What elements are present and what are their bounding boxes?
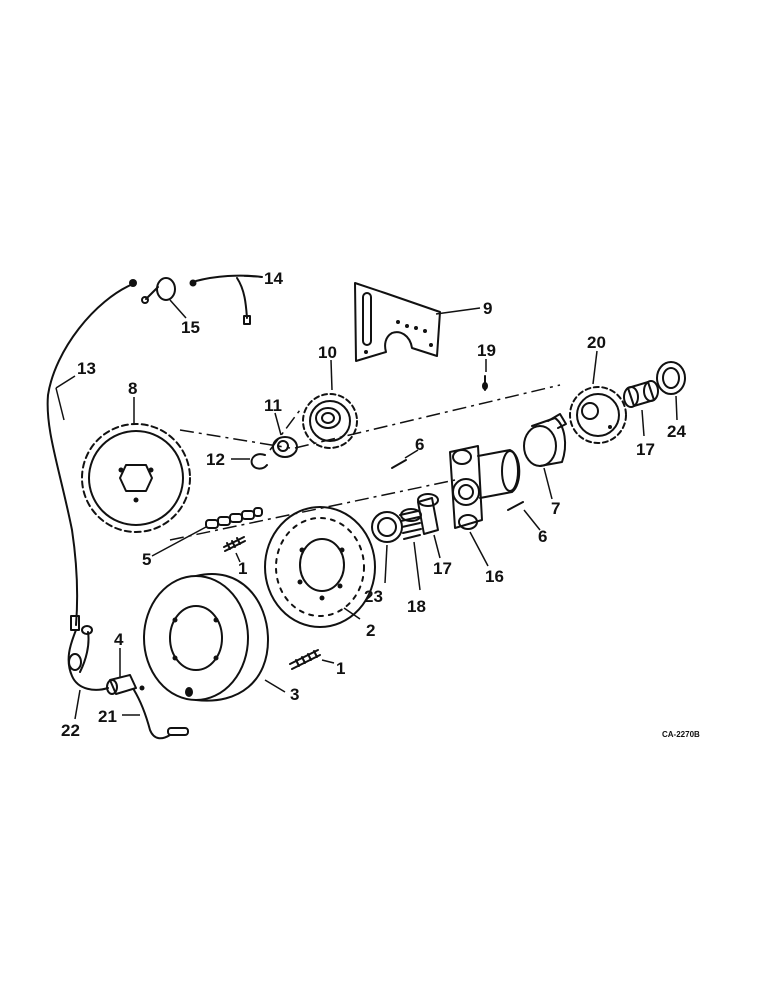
washer-24 bbox=[656, 361, 686, 395]
wire-harness-13 bbox=[46, 279, 137, 631]
callout-18: 18 bbox=[407, 597, 426, 616]
large-sprocket-8 bbox=[81, 423, 191, 533]
callout-6-upper: 6 bbox=[415, 435, 424, 454]
callout-15: 15 bbox=[181, 318, 200, 337]
stud-1-upper bbox=[223, 536, 246, 552]
leader-lines bbox=[55, 275, 678, 720]
wire-21 bbox=[133, 685, 189, 740]
drum-3 bbox=[143, 573, 269, 702]
sensor-4 bbox=[106, 674, 137, 695]
callout-22: 22 bbox=[61, 721, 80, 740]
pin-6-lower bbox=[507, 501, 524, 511]
wire-22 bbox=[67, 625, 109, 691]
callout-20: 20 bbox=[587, 333, 606, 352]
callout-2: 2 bbox=[366, 621, 375, 640]
callout-9: 9 bbox=[483, 299, 492, 318]
callout-17-lower: 17 bbox=[433, 559, 452, 578]
callout-labels: 1 1 2 3 4 5 6 6 7 8 9 10 11 12 13 14 15 … bbox=[61, 269, 686, 740]
bushing-17-lower bbox=[417, 493, 439, 535]
callout-24: 24 bbox=[667, 422, 686, 441]
clutch-plate-2 bbox=[264, 506, 376, 628]
callout-3: 3 bbox=[290, 685, 299, 704]
chain-5 bbox=[205, 507, 263, 529]
bearing-housing-16 bbox=[449, 445, 521, 530]
callout-1-lower: 1 bbox=[336, 659, 345, 678]
callout-4: 4 bbox=[114, 630, 124, 649]
callout-1-upper: 1 bbox=[238, 559, 247, 578]
callout-12: 12 bbox=[206, 450, 225, 469]
bracket-9 bbox=[354, 282, 441, 362]
callout-10: 10 bbox=[318, 343, 337, 362]
callout-6-lower: 6 bbox=[538, 527, 547, 546]
pin-6-upper bbox=[391, 459, 407, 469]
small-sprocket-10 bbox=[302, 393, 358, 449]
clamp-7 bbox=[523, 413, 567, 467]
switch-15 bbox=[141, 277, 176, 304]
figure-code: CA-2270B bbox=[662, 730, 700, 739]
seal-ring-23 bbox=[371, 511, 403, 543]
hub-collar-11 bbox=[272, 436, 298, 458]
sprocket-20 bbox=[569, 386, 627, 444]
callout-11: 11 bbox=[264, 396, 282, 415]
callout-23: 23 bbox=[364, 587, 383, 606]
stud-1-lower bbox=[289, 649, 321, 670]
callout-7: 7 bbox=[551, 499, 560, 518]
wire-lead-14 bbox=[189, 274, 263, 325]
callout-5: 5 bbox=[142, 550, 151, 569]
bushing-17-upper bbox=[623, 380, 659, 408]
callout-14: 14 bbox=[264, 269, 283, 288]
callout-16: 16 bbox=[485, 567, 504, 586]
callout-19: 19 bbox=[477, 341, 496, 360]
callout-13: 13 bbox=[77, 359, 96, 378]
callout-8: 8 bbox=[128, 379, 137, 398]
callout-17-upper: 17 bbox=[636, 440, 655, 459]
snap-ring-12 bbox=[250, 453, 268, 470]
bolt-19 bbox=[482, 375, 488, 391]
callout-21: 21 bbox=[98, 707, 117, 726]
assembly-lines bbox=[169, 384, 561, 541]
spring-18 bbox=[399, 508, 422, 540]
